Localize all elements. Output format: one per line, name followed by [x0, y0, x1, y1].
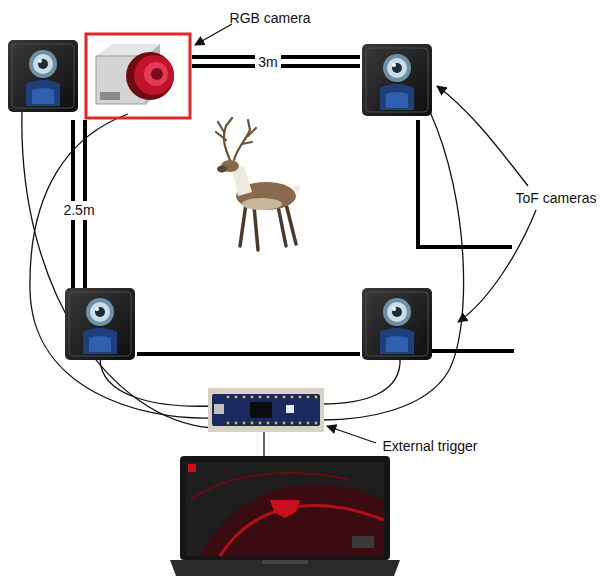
trigger-board — [267, 396, 270, 399]
reindeer-figure — [286, 204, 296, 244]
leader-arrows — [458, 210, 536, 322]
rgb-camera — [151, 68, 163, 80]
laptop — [170, 560, 400, 576]
tof-camera — [8, 40, 78, 112]
trigger-board — [259, 396, 262, 399]
trigger-board — [227, 396, 230, 399]
trigger-board — [251, 422, 254, 425]
trigger-board — [286, 405, 294, 413]
trigger-board — [227, 422, 230, 425]
trigger-board — [307, 422, 310, 425]
reindeer-figure — [216, 118, 256, 160]
laptop — [188, 464, 196, 472]
laptop — [220, 506, 384, 556]
reindeer-figure — [224, 126, 230, 160]
reindeer-figure — [242, 198, 282, 210]
trigger-board — [291, 396, 294, 399]
tof-camera — [65, 288, 135, 360]
trigger-board — [250, 402, 272, 418]
reindeer-figure — [218, 122, 224, 132]
room-walls — [73, 57, 514, 354]
reindeer-figure — [242, 142, 252, 144]
laptop — [190, 473, 350, 500]
trigger-board — [307, 396, 310, 399]
trigger-board — [291, 422, 294, 425]
dimension-label: 3m — [255, 53, 280, 72]
trigger-board — [259, 422, 262, 425]
rgb-camera — [86, 34, 190, 118]
trigger-board — [212, 394, 320, 426]
rgb-camera — [126, 52, 174, 100]
trigger-board — [208, 388, 324, 432]
trigger-wires — [22, 112, 464, 462]
leader-arrows — [327, 426, 376, 443]
reindeer-figure — [217, 166, 227, 173]
laptop — [200, 484, 384, 556]
rgb-camera — [144, 62, 168, 86]
trigger-board — [227, 396, 318, 425]
trigger-board — [243, 396, 246, 399]
tof-camera — [362, 44, 432, 116]
dimension-label: 2.5m — [60, 201, 97, 220]
reindeer-figure — [216, 132, 226, 140]
leader-arrows — [195, 24, 232, 45]
reindeer-figure — [240, 204, 246, 246]
trigger-board — [243, 422, 246, 425]
camera-label: ToF cameras — [516, 190, 597, 207]
trigger-board — [235, 396, 238, 399]
trigger-board — [208, 388, 324, 432]
tof-camera — [8, 40, 78, 112]
trigger-board — [214, 404, 224, 414]
leader-arrows — [195, 24, 536, 443]
leader-arrows — [437, 86, 528, 186]
reindeer-figure — [248, 120, 250, 130]
trigger-board — [283, 396, 286, 399]
laptop — [186, 462, 384, 556]
trigger-wires — [22, 112, 212, 428]
tof-camera — [362, 288, 432, 360]
reindeer-figure — [216, 118, 300, 250]
room-walls — [432, 349, 514, 353]
trigger-board — [251, 396, 254, 399]
tof-camera — [362, 288, 432, 360]
rgb-camera — [100, 92, 120, 100]
laptop — [270, 500, 300, 518]
trigger-board — [275, 422, 278, 425]
device-label: External trigger — [383, 438, 478, 455]
trigger-wires — [322, 112, 464, 420]
trigger-board — [275, 396, 278, 399]
trigger-wires — [30, 114, 212, 418]
rgb-camera — [86, 34, 190, 118]
laptop — [262, 560, 308, 564]
reindeer-figure — [226, 118, 232, 126]
trigger-board — [315, 396, 318, 399]
room-walls — [137, 352, 360, 356]
reindeer-figure — [240, 204, 296, 250]
trigger-board — [299, 422, 302, 425]
trigger-board — [315, 422, 318, 425]
tof-camera — [65, 288, 135, 360]
trigger-board — [235, 422, 238, 425]
reindeer-figure — [292, 184, 300, 194]
laptop — [180, 456, 390, 560]
trigger-wires — [322, 358, 400, 404]
trigger-board — [267, 422, 270, 425]
camera-label: RGB camera — [230, 10, 311, 27]
reindeer-figure — [278, 206, 286, 246]
laptop — [170, 456, 400, 576]
trigger-board — [299, 396, 302, 399]
rgb-camera — [134, 55, 174, 95]
reindeer-figure — [254, 206, 258, 250]
laptop — [352, 536, 374, 548]
trigger-wires — [100, 358, 212, 406]
room-walls — [418, 120, 512, 247]
tof-camera — [362, 44, 432, 116]
trigger-board — [283, 422, 286, 425]
